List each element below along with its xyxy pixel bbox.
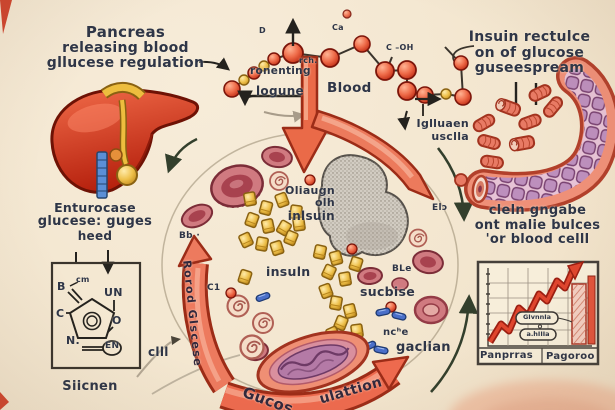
insulin-caption-line-3: guseespream xyxy=(474,60,585,77)
red-blood-cells xyxy=(180,145,449,362)
black-arrows xyxy=(75,17,538,275)
insulin-label: insuln xyxy=(266,264,311,279)
blood-glucose-ribbon-arrow xyxy=(177,234,235,394)
chem-letter-b: B xyxy=(57,280,66,293)
gray-arrows xyxy=(136,110,306,395)
cell-label: clll xyxy=(148,345,169,359)
molecule-label-logune: logune xyxy=(256,84,304,98)
ble-label: BLe xyxy=(392,264,412,274)
liver-illustration xyxy=(50,82,199,199)
mini-chart xyxy=(476,260,600,366)
chart-tag-2: a.hIIIa xyxy=(526,330,550,338)
chart-tag-1: GIvnnIa xyxy=(522,313,552,321)
chem-letter-un: UN xyxy=(104,286,123,299)
chart-x-label-2: Pagoroo xyxy=(546,351,595,362)
corner-marks xyxy=(0,0,12,410)
chart-x-label-1: Panprras xyxy=(480,350,534,361)
cells-caption-line-3: 'or blood celll xyxy=(485,232,590,248)
pancreas-blob xyxy=(317,154,409,257)
chem-letter-cm: cm xyxy=(76,275,90,284)
chem-letter-o: O xyxy=(112,314,122,327)
sucbise-label: sucbise xyxy=(360,284,415,299)
molecule-label-blood: Blood xyxy=(327,80,372,96)
cells-caption: cleln gngabe ont malie bulces 'or blood … xyxy=(465,203,610,248)
insulin-caption-line-2: on of glucose xyxy=(474,44,585,61)
molecule-label-d: D xyxy=(259,26,266,35)
molecule-label-rch: rch. xyxy=(299,56,318,65)
elo-label: Elɔ xyxy=(432,203,448,213)
blue-strip xyxy=(96,151,108,199)
nche-label: ncʰe xyxy=(383,327,409,338)
blood-vessel xyxy=(464,56,615,212)
chem-letter-c: C xyxy=(56,307,65,320)
liver-caption: Enturocase glucese: guges heed xyxy=(15,201,175,243)
molecule-label-ca: Ca xyxy=(332,23,344,32)
molecule-label-coh: C –OH xyxy=(386,43,414,52)
chem-letter-n: N. xyxy=(66,334,80,347)
liver-caption-line-3: heed xyxy=(77,228,113,243)
red-down-arrow xyxy=(281,55,334,174)
blur-blob xyxy=(451,380,615,410)
glucose-regulation-banner-arrow xyxy=(219,355,410,410)
bb-label: Bb · xyxy=(179,231,201,241)
vessel-cross-section xyxy=(256,330,370,394)
title-line-1: Pancreas xyxy=(85,23,166,41)
cells-caption-line-2: ont malie bulces xyxy=(474,217,601,233)
cells-caption-line-1: cleln gngabe xyxy=(488,203,587,218)
title-line-2: releasing blood xyxy=(62,39,189,56)
gallbladder-duct xyxy=(100,82,146,186)
glucagon-label: Oliaugn olh inlsuin xyxy=(273,184,335,223)
glucagon-line-1: Oliaugn xyxy=(285,184,335,197)
gaclian-label: gaclian xyxy=(396,340,451,355)
title-line-3: gllucese regulation xyxy=(46,55,205,72)
glucagon-line-3: inlsuin xyxy=(287,208,335,223)
glucagon-line-2: olh xyxy=(314,196,335,210)
insulin-caption: Insuin rectulce on of glucose guseesprea… xyxy=(452,29,607,77)
molecule-label-usclla: usclla xyxy=(431,130,469,143)
molecule-label-ronenting: ronenting xyxy=(250,65,311,77)
red-swoosh-arrow xyxy=(310,109,435,201)
chem-letter-en: EN xyxy=(105,341,120,351)
pill-capsules-red xyxy=(454,82,566,187)
molecule-label-iglluaen: Iglluaen xyxy=(416,117,469,130)
title-block: Pancreas releasing blood gllucese regula… xyxy=(38,24,213,72)
c1-label: C1 xyxy=(207,283,221,293)
liver-caption-line-2: glucese: guges xyxy=(37,214,153,229)
liver-caption-line-1: Enturocase xyxy=(54,200,136,215)
chem-structure-box xyxy=(50,261,142,370)
chem-caption: Siicnen xyxy=(62,379,118,394)
insulin-caption-line-1: Insuin rectulce xyxy=(468,29,591,45)
